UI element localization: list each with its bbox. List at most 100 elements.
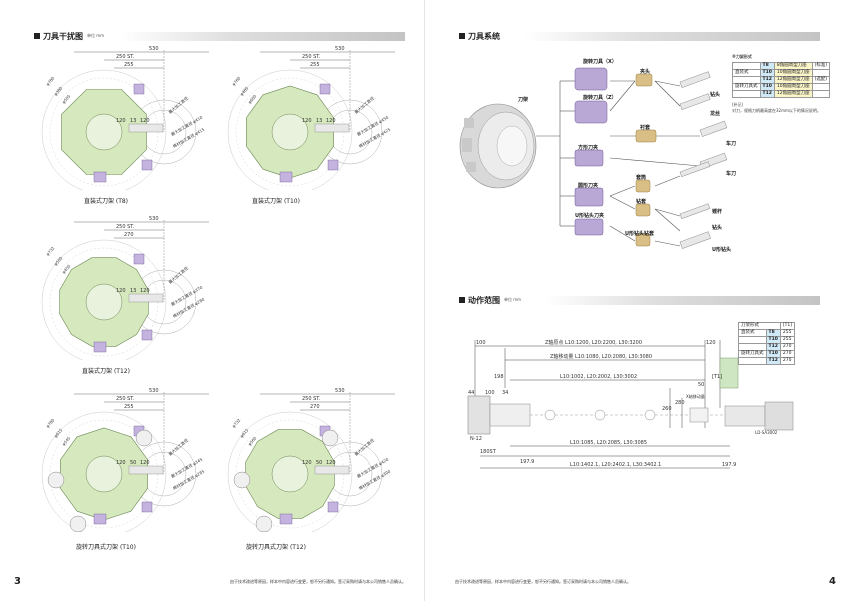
dim-260: 260 [662, 406, 672, 412]
section-title-bar [120, 32, 405, 41]
right-page: 刀具系统 [425, 0, 850, 601]
svg-text:φ615: φ615 [239, 427, 250, 438]
dim-l-low: L10:1085, L20:2085, L30:3085 [570, 440, 647, 446]
svg-text:13: 13 [130, 118, 136, 124]
tool-label: 车刀 [726, 171, 737, 177]
svg-text:最大加工直径: 最大加工直径 [353, 95, 375, 115]
dim-120: 120 [706, 340, 716, 346]
section-title-motion-range: 动作范围 单位 mm [459, 295, 521, 305]
dim-280: 280 [675, 400, 685, 406]
part-label: 钻套 [636, 199, 647, 205]
svg-text:φ545: φ545 [61, 435, 72, 446]
table-cell: 12角圆周型刀座 [773, 76, 813, 84]
svg-text:120: 120 [116, 288, 126, 294]
svg-text:120: 120 [302, 118, 312, 124]
footnote: 由于技术改进等原因，样本中内容进行变更，恕不另行通知。签订采购时请与本公司销售人… [455, 579, 631, 584]
table-cell: T10 [759, 83, 775, 91]
section-title-bar [525, 32, 820, 41]
table-cell: 270 [779, 350, 795, 358]
dim-100b: 100 [485, 390, 495, 396]
part-illustrations [635, 73, 657, 247]
table-cell: T12 [759, 90, 775, 98]
tool-table-title: ※刀架形式 [732, 54, 752, 59]
svg-text:120: 120 [140, 460, 150, 466]
table-cell: T10 [765, 336, 781, 344]
section-square-icon [459, 297, 465, 303]
table-cell: 12角圆周型刀座 [773, 90, 813, 98]
section-square-icon [459, 33, 465, 39]
table-cell: 旋转刀具式 [732, 83, 761, 91]
figure-caption: 直装式刀架 (T8) [83, 198, 129, 205]
section-title-bar [545, 296, 820, 305]
svg-text:φ500: φ500 [53, 255, 64, 266]
table-cell [811, 69, 831, 77]
note-title: (补记) [732, 102, 744, 107]
table-cell: T12 [765, 343, 781, 351]
section-title-tool-system: 刀具系统 [459, 31, 500, 41]
svg-text:250 ST.: 250 ST. [302, 396, 321, 402]
dim-x-travel: X轴移动量 [686, 393, 705, 399]
svg-text:φ485: φ485 [239, 85, 250, 96]
svg-text:φ505: φ505 [61, 93, 72, 104]
svg-text:φ450: φ450 [61, 263, 72, 274]
figure-caption: 直装式刀架 (T10) [252, 198, 300, 205]
svg-text:120: 120 [326, 460, 336, 466]
part-label: 套筒 [636, 175, 647, 181]
svg-text:530: 530 [149, 46, 159, 52]
tool-label: 钻头 [710, 92, 721, 98]
svg-text:φ380: φ380 [53, 85, 64, 96]
interference-figure: 530 250 ST. 270 120 50 120 最大加工直径 最大加工直径… [220, 382, 400, 537]
dim-197-a: 197.9 [520, 459, 534, 465]
table-cell: T10 [759, 69, 775, 77]
dim-180st: 180ST [480, 449, 497, 455]
figure-caption: 直装式刀架 (T12) [82, 368, 130, 375]
table-cell [811, 90, 831, 98]
interference-svg: 530 250 ST. 270 120 50 120 最大加工直径 最大加工直径… [227, 388, 395, 537]
tool-system-svg [459, 67, 728, 249]
table-cell: T8 [759, 62, 775, 70]
svg-text:250 ST.: 250 ST. [302, 54, 321, 60]
table-cell: T8 [765, 329, 781, 337]
table-cell: (标准) [811, 62, 831, 70]
svg-text:φ600: φ600 [247, 93, 258, 104]
section-title-interference: 刀具干扰图 单位 mm [34, 31, 104, 41]
table-cell: (选配) [811, 76, 831, 84]
note-text: 对刀，规格刀柄最高度在32mm以下的情况说明。 [732, 108, 821, 113]
interference-svg: 530 250 ST. 255 120 13 120 最大加工直径 最大加工直径… [227, 46, 395, 195]
table-cell: 255 [779, 336, 795, 344]
tool-label: 龙丝 [710, 111, 721, 117]
svg-text:最大加工直径: 最大加工直径 [167, 265, 189, 285]
svg-text:120: 120 [116, 118, 126, 124]
holder-label: 方形刀夹 [578, 145, 599, 151]
figure-caption: 旋转刀具式刀架 (T10) [76, 544, 136, 551]
table-cell: T10 [765, 350, 781, 358]
svg-text:120: 120 [116, 460, 126, 466]
svg-text:250 ST.: 250 ST. [116, 224, 135, 230]
svg-text:最大加工直径: 最大加工直径 [167, 437, 189, 457]
tool-label: 镗杆 [712, 209, 723, 215]
svg-text:φ560: φ560 [247, 435, 258, 446]
table-cell: 8角圆周型刀座 [773, 62, 813, 70]
svg-text:120: 120 [326, 118, 336, 124]
dim-44: 44 [468, 390, 474, 396]
svg-text:最大加工直径: 最大加工直径 [353, 437, 375, 457]
svg-text:最大加工直径: 最大加工直径 [167, 95, 189, 115]
table-cell: 270 [779, 343, 795, 351]
svg-text:φ760: φ760 [231, 75, 242, 86]
table-cell [738, 357, 767, 365]
svg-text:120: 120 [140, 118, 150, 124]
turret-illustration [459, 103, 537, 189]
dim-n12: N-12 [470, 436, 482, 442]
interference-figure: 530 250 ST. 255 120 50 120 最大加工直径 最大加工直径… [34, 382, 214, 537]
svg-text:255: 255 [124, 62, 134, 68]
svg-text:φ732: φ732 [45, 245, 56, 256]
table-cell: 10角圆周型刀座 [773, 83, 813, 91]
figure-caption: 旋转刀具式刀架 (T12) [246, 544, 306, 551]
